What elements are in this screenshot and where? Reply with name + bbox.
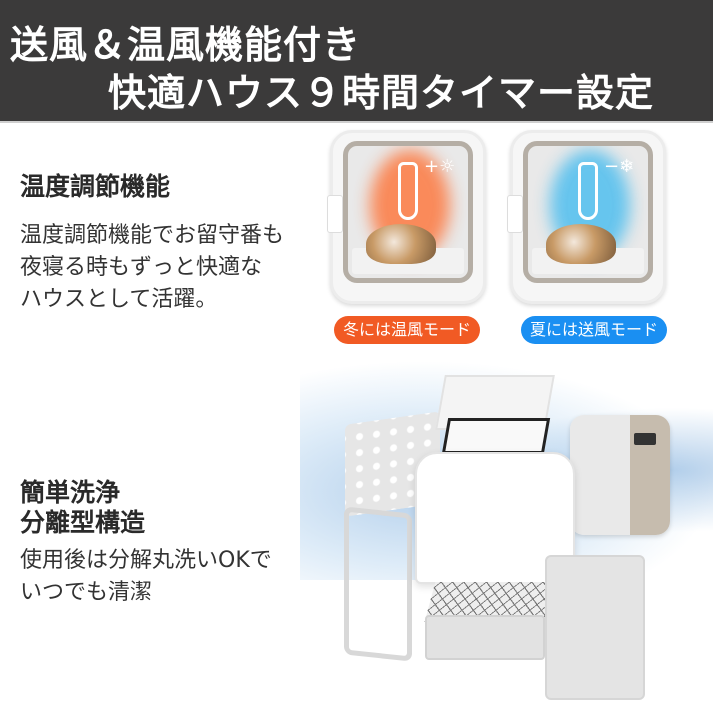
title-line: 分離型構造: [20, 508, 146, 537]
kitten-image: [546, 224, 616, 264]
section-body-temperature: 温度調節機能でお留守番も 夜寝る時もずっと快適な ハウスとして活躍。: [20, 220, 284, 316]
door-handle: [507, 195, 523, 233]
snowflake-minus-icon: −❄: [604, 156, 635, 177]
body-line: 夜寝る時もずっと快適な: [20, 255, 263, 280]
pet-house-warm-image: +☼: [327, 130, 486, 304]
door-frame: [344, 506, 412, 662]
filter-frame: [441, 418, 551, 454]
kitten-image: [366, 224, 436, 264]
thermometer-icon: [578, 162, 598, 220]
banner-header: 送風＆温風機能付き 快適ハウス９時間タイマー設定: [0, 0, 713, 123]
body-line: ハウスとして活躍。: [20, 287, 218, 312]
pet-house-cool-image: −❄: [507, 130, 666, 304]
headline-line-2: 快適ハウス９時間タイマー設定: [108, 71, 655, 115]
body-line: 使用後は分解丸洗いOKで: [20, 548, 272, 573]
display-screen: [634, 433, 656, 445]
door-handle: [327, 195, 343, 233]
section-title-temperature: 温度調節機能: [20, 172, 171, 201]
cool-mode-badge: 夏には送風モード: [521, 316, 667, 344]
headline-line-1: 送風＆温風機能付き: [10, 23, 362, 67]
side-panel-right: [545, 555, 645, 700]
section-body-washable: 使用後は分解丸洗いOKで いつでも清潔: [20, 545, 272, 609]
thermometer-icon: [398, 162, 418, 220]
heater-fan-unit: [570, 415, 670, 535]
body-line: 温度調節機能でお留守番も: [20, 223, 285, 248]
bottom-tray: [425, 615, 545, 660]
sun-plus-icon: +☼: [424, 156, 456, 177]
section-title-washable: 簡単洗浄 分離型構造: [20, 478, 145, 538]
body-line: いつでも清潔: [20, 580, 153, 605]
warm-mode-badge: 冬には温風モード: [334, 316, 480, 344]
title-line: 簡単洗浄: [20, 478, 121, 507]
